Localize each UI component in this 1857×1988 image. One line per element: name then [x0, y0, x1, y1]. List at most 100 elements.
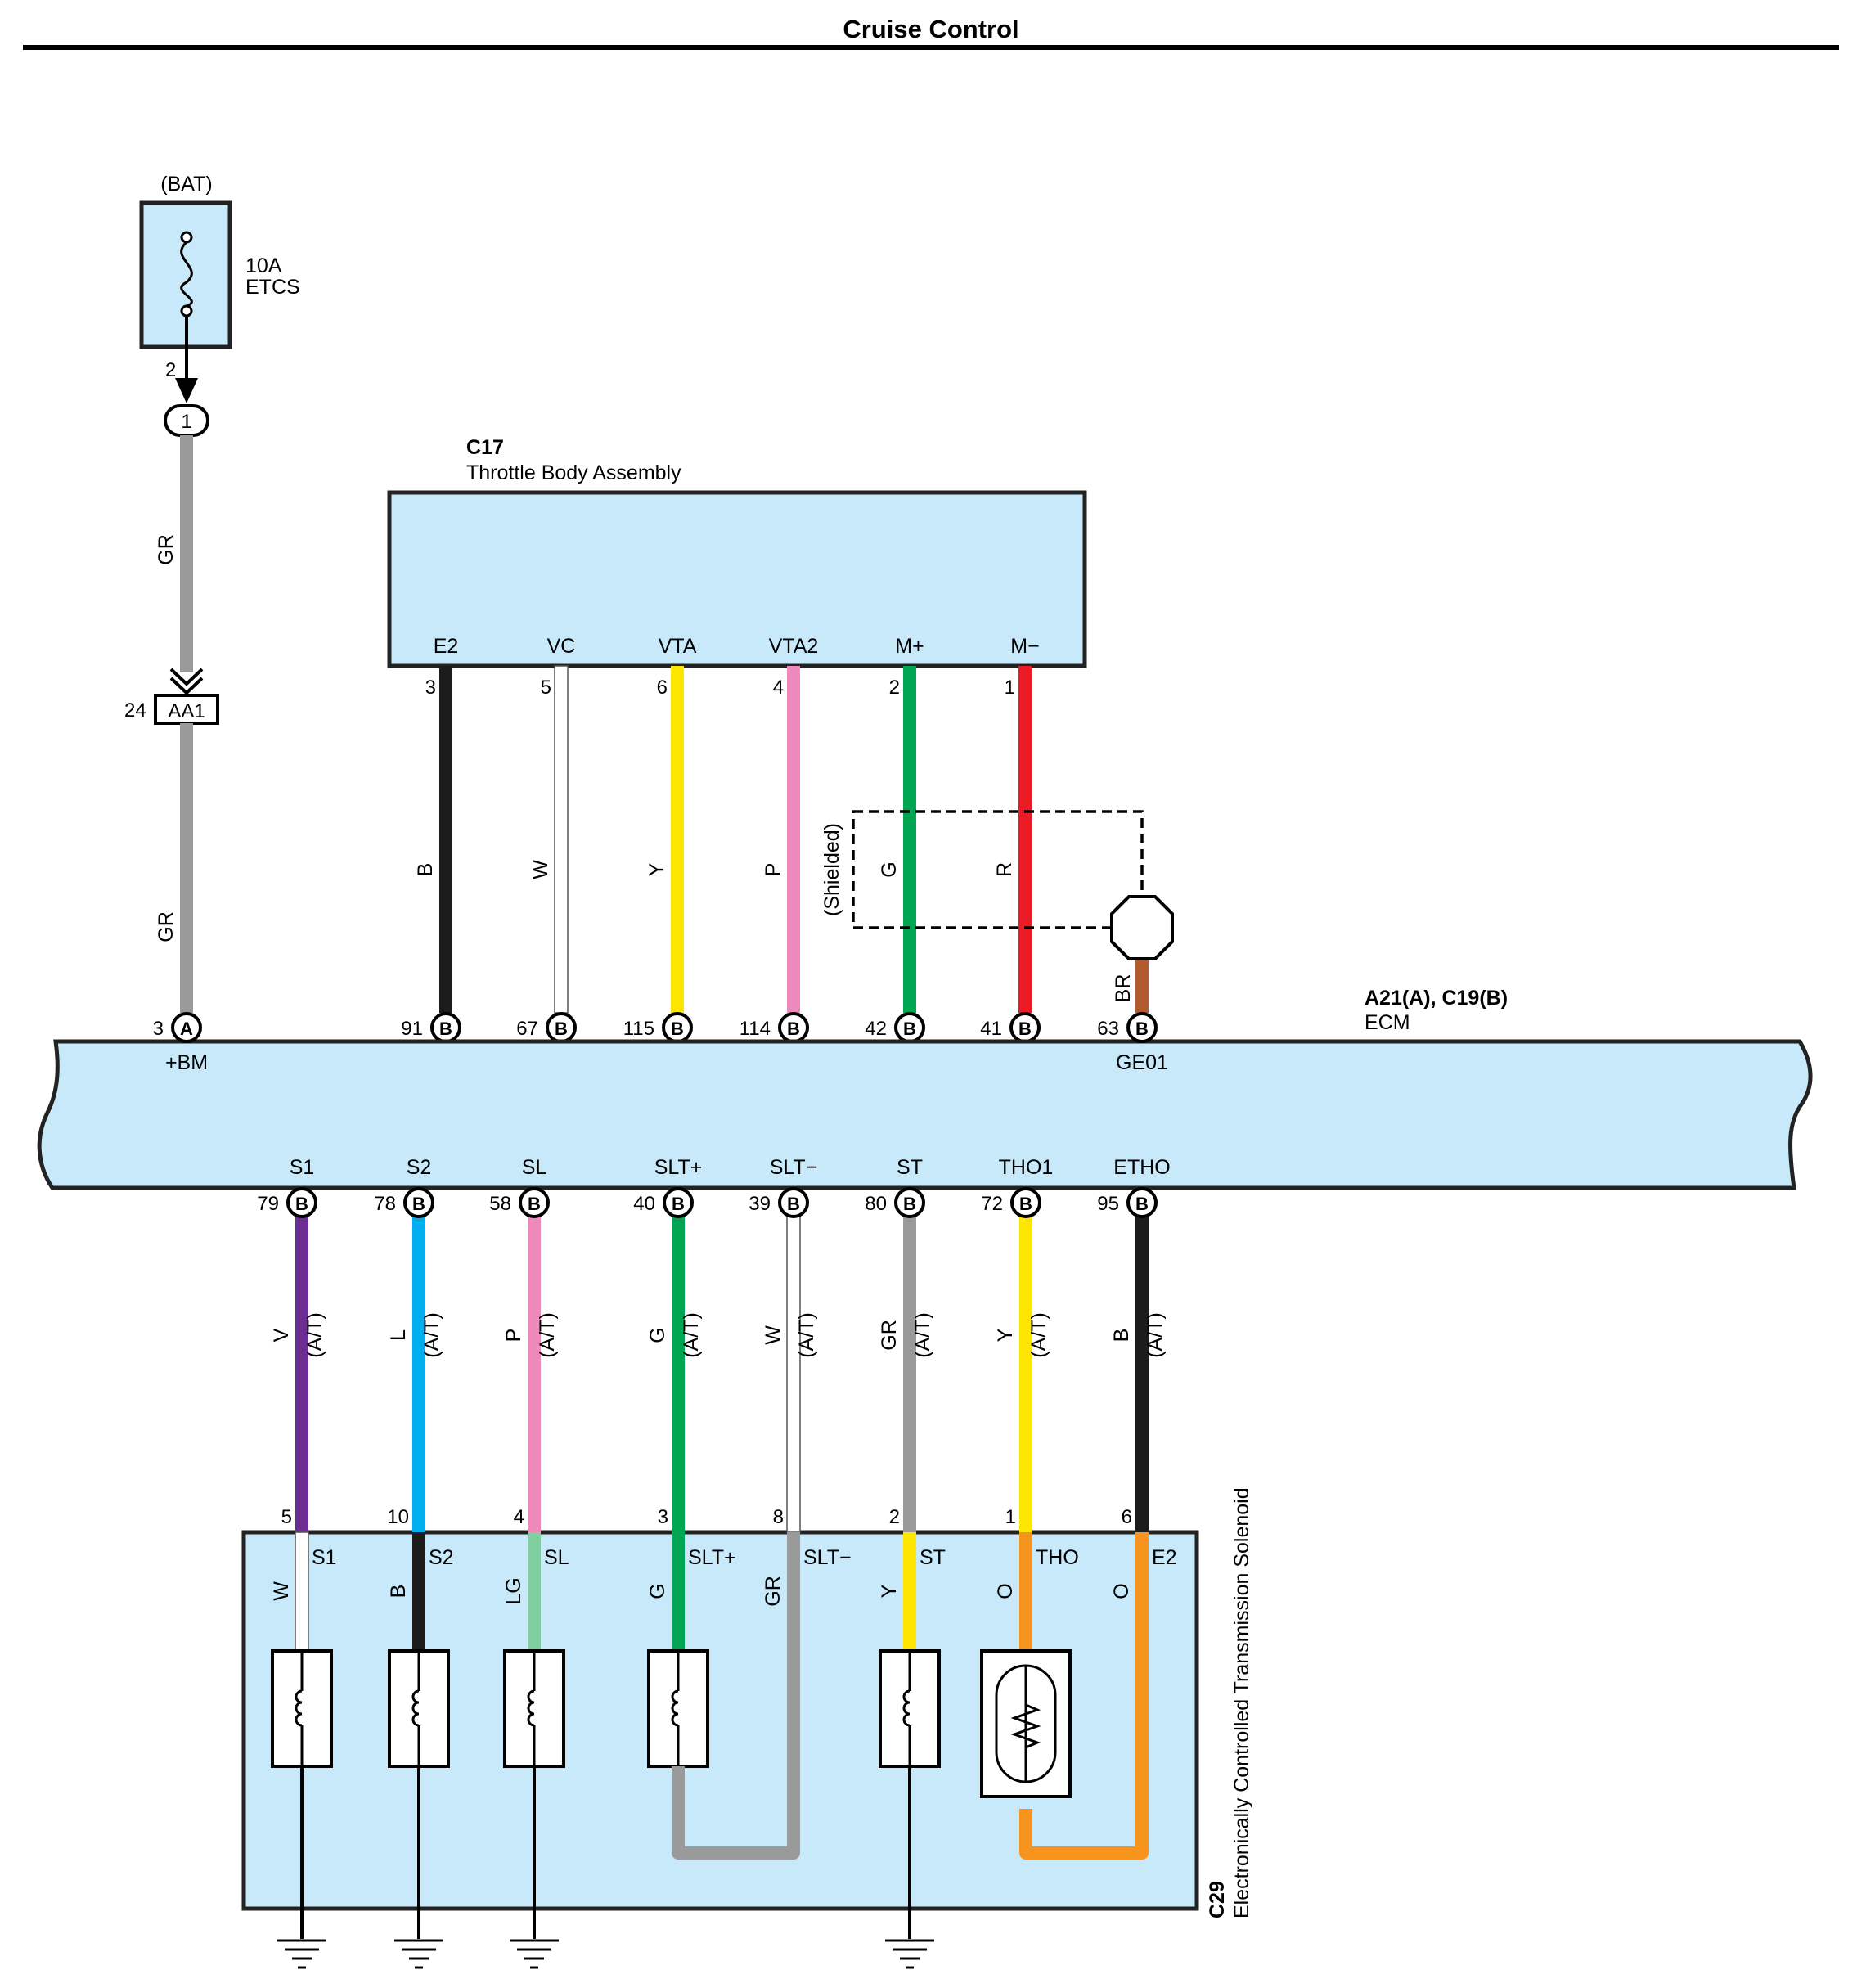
ecm-pin-lower-3 [663, 1187, 694, 1218]
resistor-zigzag-icon [1010, 1703, 1041, 1749]
tho-return-loop [1019, 1532, 1149, 1860]
c17-pin-number-1: 5 [541, 677, 551, 699]
c17-wire-code-5: R [993, 862, 1016, 877]
c17-terminals: E23BB91ETAVC5WB67VCTAVTA6YB115VTA1VTA24P… [401, 635, 1041, 1074]
ecm-pin-5-conn: B [1018, 1019, 1032, 1039]
ecm-pin-lower-number-0: 79 [257, 1193, 279, 1215]
c17-wire-code-0: B [414, 863, 437, 877]
c29-inner-wire-code-5: Y [878, 1584, 901, 1598]
at-label-6: (A/T) [1027, 1312, 1050, 1358]
c29-inner-wire-code-1: B [387, 1585, 410, 1599]
c29-pin-number-3: 3 [658, 1506, 668, 1528]
ecm-pin-1-conn: B [555, 1019, 568, 1039]
bm-wire-code-lower: GR [155, 911, 178, 942]
c29-inner-wire-code-3: G [646, 1583, 669, 1599]
c29-inner-wire-code-6: O [994, 1583, 1017, 1599]
ecm-pin-lower-1 [403, 1187, 434, 1218]
ecm-pin-lower-number-1: 78 [374, 1193, 396, 1215]
solenoid-coil-icon [411, 1651, 420, 1766]
ecm-label-lower-7: ETHO [1113, 1156, 1170, 1179]
ecm-label-lower-5: ST [897, 1156, 923, 1179]
ecm-label-lower-3: SLT+ [654, 1156, 703, 1179]
slt-return-loop [672, 1532, 800, 1860]
at-label-0: (A/T) [304, 1312, 326, 1358]
ground-icon [510, 1939, 559, 1969]
c29-wire-code-1: L [387, 1329, 410, 1341]
at-label-4: (A/T) [795, 1312, 818, 1358]
c17-terminal-label-5: M− [1010, 635, 1039, 658]
c29-pin-number-4: 8 [773, 1506, 784, 1528]
ecm-pin-lower-6 [1010, 1187, 1041, 1218]
solenoid-coil-icon [902, 1651, 911, 1766]
c29-terminal-label-5: ST [920, 1546, 946, 1569]
ecm-pin-lower-4-conn: B [787, 1194, 800, 1214]
c17-wire-code-1: W [529, 860, 552, 879]
c17-pin-number-5: 1 [1005, 677, 1015, 699]
ecm-pin-number-4: 42 [865, 1018, 887, 1040]
ecm-pin-bm-conn: A [180, 1019, 193, 1039]
c17-terminal-label-0: E2 [434, 635, 459, 658]
solenoid-coil-icon [295, 1651, 304, 1766]
c29-terminal-label-7: E2 [1152, 1546, 1177, 1569]
ecm-pin-lower-5 [894, 1187, 925, 1218]
c29-terminal-label-0: S1 [312, 1546, 337, 1569]
c29-terminal-label-6: THO [1036, 1546, 1079, 1569]
c29-inner-wire-0 [295, 1531, 309, 1652]
ecm-pin-lower-number-7: 95 [1097, 1193, 1119, 1215]
ecm-pin-lower-0 [286, 1187, 317, 1218]
ecm-pin-lower-5-conn: B [903, 1194, 916, 1214]
shield-ground-octagon [1110, 895, 1174, 960]
ecm-pin-3-conn: B [787, 1019, 800, 1039]
shield-outline [852, 810, 1144, 929]
c29-inner-wire-code-4: GR [762, 1576, 785, 1607]
c17-wire-code-3: P [762, 863, 785, 877]
ecm-pin-lower-3-conn: B [672, 1194, 685, 1214]
c29-pin-number-5: 2 [889, 1506, 900, 1528]
c29-wire-code-5: GR [878, 1320, 901, 1351]
page-title: Cruise Control [843, 15, 1018, 43]
c29-wire-code-0: V [270, 1328, 293, 1342]
c17-name: Throttle Body Assembly [466, 461, 681, 484]
ecm-pin-lower-number-3: 40 [633, 1193, 655, 1215]
ecm-pin-lower-number-2: 58 [489, 1193, 511, 1215]
fuse-pin-number: 2 [165, 359, 176, 381]
solenoid-coil-icon [671, 1651, 680, 1766]
c17-terminal-label-3: VTA2 [769, 635, 819, 658]
ecm-pin-number-1: 67 [516, 1018, 538, 1040]
ecm-pin-ge01 [1126, 1012, 1158, 1043]
ecm-pin-number-2: 115 [623, 1018, 654, 1040]
ecm-pin-number-3: 114 [740, 1018, 771, 1040]
c29-terminal-label-1: S2 [429, 1546, 454, 1569]
c29-pin-number-0: 5 [281, 1506, 292, 1528]
c17-wire-1 [554, 665, 569, 1014]
fuse-source-label: (BAT) [160, 173, 212, 196]
ecm-label-lower-0: S1 [290, 1156, 315, 1179]
title-rule [23, 45, 1839, 50]
ecm-pin-lower-number-5: 80 [865, 1193, 887, 1215]
c17-terminal-label-2: VTA [659, 635, 697, 658]
ecm-pin-bm-number: 3 [153, 1018, 164, 1040]
junction-number: 1 [181, 411, 191, 433]
bm-wire-code-upper: GR [155, 534, 178, 565]
ground-icon [885, 1939, 934, 1969]
ecm-pin-ge01-number: 63 [1097, 1018, 1119, 1040]
c29-name: Electronically Controlled Transmission S… [1230, 1487, 1253, 1918]
c29-terminal-label-3: SLT+ [688, 1546, 736, 1569]
c17-wire-code-2: Y [645, 862, 668, 876]
c29-terminal-label-4: SLT− [803, 1546, 852, 1569]
double-chevron-icon [169, 668, 204, 695]
c29-wire-code-2: P [502, 1329, 525, 1343]
ecm-pin-lower-4 [778, 1187, 809, 1218]
shield-label: (Shielded) [821, 823, 843, 916]
c29-wire-code-6: Y [994, 1328, 1017, 1342]
ecm-connectors: A21(A), C19(B) [1365, 987, 1508, 1010]
ecm-pin-bm [171, 1012, 202, 1043]
c29-pin-number-7: 6 [1122, 1506, 1132, 1528]
ecm-pin-2-conn: B [671, 1019, 684, 1039]
at-label-1: (A/T) [420, 1312, 443, 1358]
ground-icon [277, 1939, 326, 1969]
ecm-label-lower-2: SL [522, 1156, 547, 1179]
ecm-pin-lower-7-conn: B [1135, 1194, 1149, 1214]
ecm-pin-ge01-conn: B [1135, 1019, 1149, 1039]
